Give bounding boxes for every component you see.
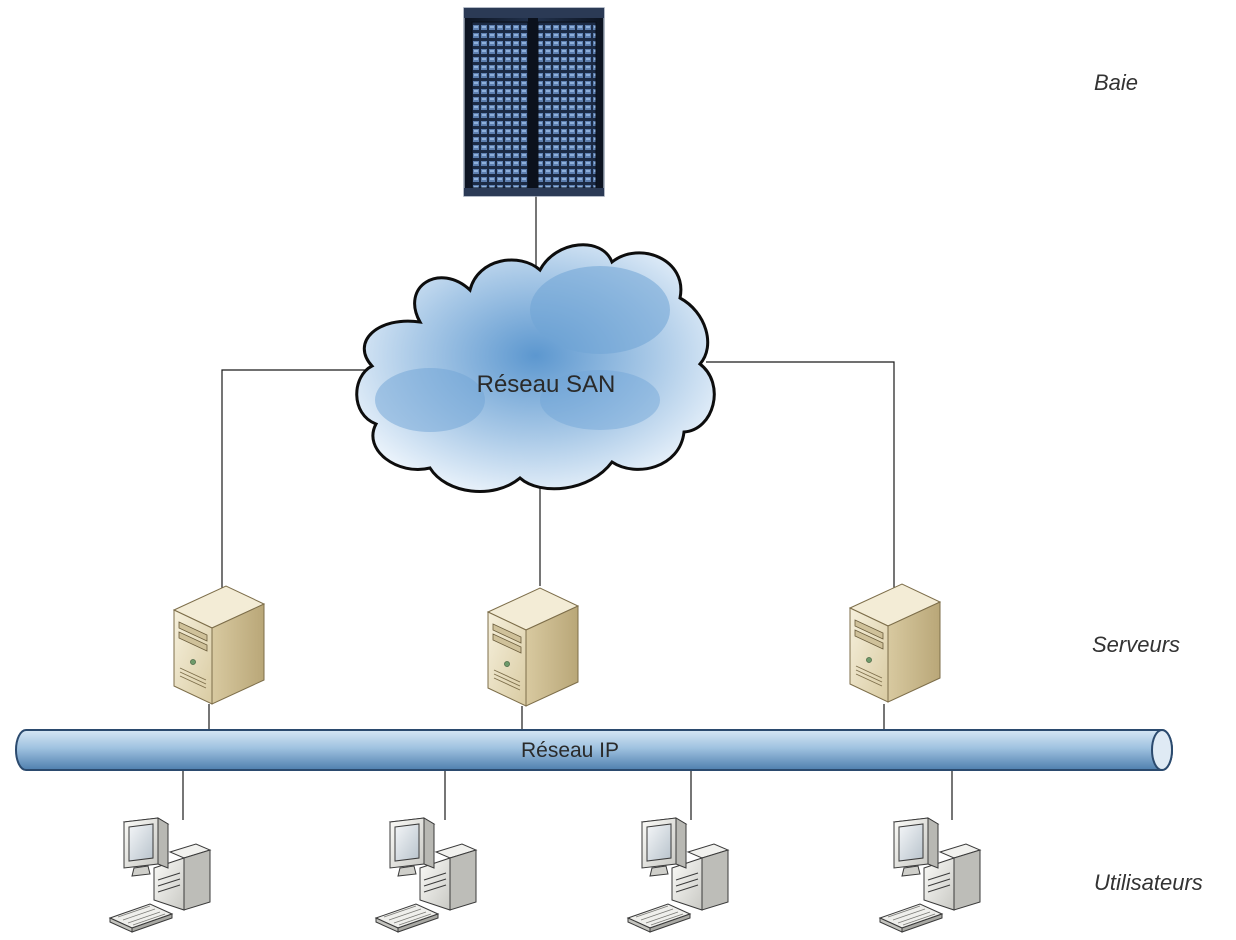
server-tower-icon [487,587,579,707]
server-tower-icon [849,583,941,703]
servers-group [173,583,941,707]
ip-network-label: Réseau IP [521,739,619,762]
server-tower-icon [173,585,265,705]
link-san-to-server-right [706,361,895,596]
storage-array-icon [463,7,605,197]
desktop-computer-icon [879,817,981,933]
ip-network-pipe: Réseau IP [15,729,1173,771]
san-network-label: Réseau SAN [477,371,616,398]
workstations-group [109,817,981,933]
layer-label-baie: Baie [1094,70,1138,95]
layer-label-utilisateurs: Utilisateurs [1094,870,1203,895]
san-cloud-icon: Réseau SAN [355,243,716,493]
desktop-computer-icon [627,817,729,933]
desktop-computer-icon [109,817,211,933]
layer-label-serveurs: Serveurs [1092,632,1180,657]
desktop-computer-icon [375,817,477,933]
link-san-to-server-left [221,369,368,592]
connection-lines [182,194,953,820]
